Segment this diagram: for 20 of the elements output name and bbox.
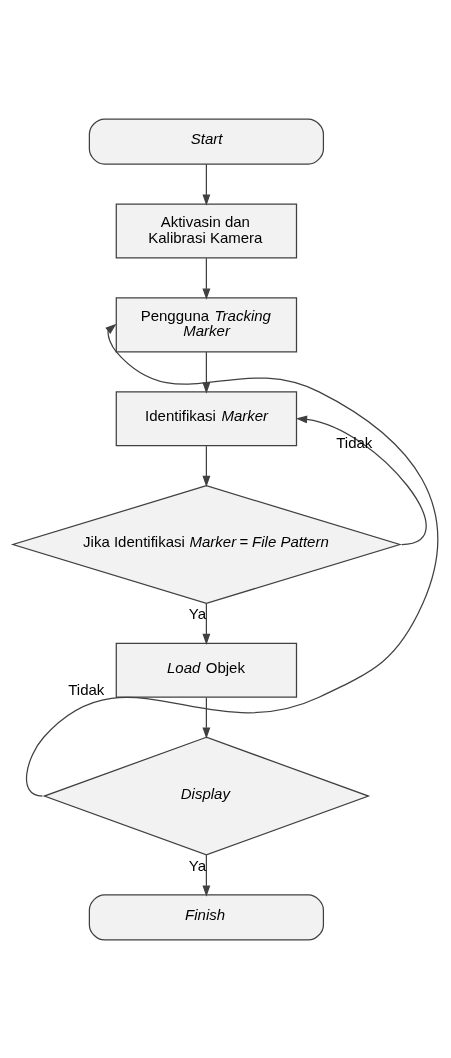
arrow [202, 602, 211, 645]
node-diamond: Jika Identifikasi Marker = File Pattern [10, 484, 402, 604]
arrow [25, 323, 439, 797]
arrow [202, 163, 211, 206]
node-box: Start [88, 117, 325, 165]
node-box: Finish [88, 893, 325, 941]
node-diamond: Display [42, 736, 371, 856]
node-box: Identifikasi Marker [115, 390, 298, 446]
edge-label: Ya [188, 604, 207, 622]
arrow [202, 350, 211, 394]
edge-label: Tidak [68, 680, 105, 698]
edge-label: Ya [188, 856, 207, 874]
arrow [202, 445, 211, 487]
arrow [202, 257, 211, 300]
node-box: Pengguna Tracking Marker [115, 296, 298, 352]
node-box: Load Objek [115, 642, 298, 698]
arrow [295, 414, 427, 545]
arrow [202, 853, 211, 897]
arrow [202, 696, 211, 739]
node-box: Aktivasin dan Kalibrasi Kamera [115, 203, 298, 259]
